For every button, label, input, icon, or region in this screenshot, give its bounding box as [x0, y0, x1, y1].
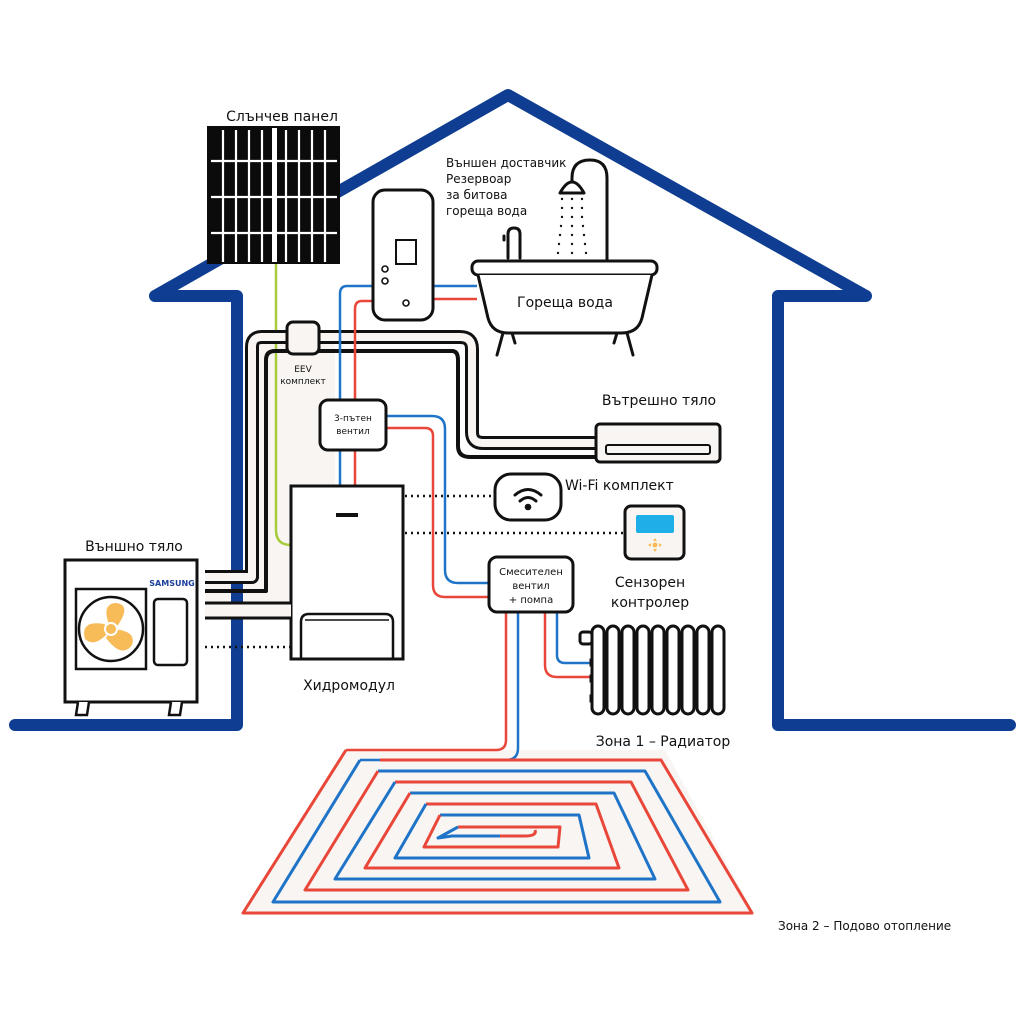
- zone2-label: Зона 2 – Подово отопление: [778, 919, 951, 933]
- floor-loop-hot-3: [363, 792, 621, 870]
- radiator-cold-pipe: [555, 612, 590, 665]
- floor-loop-hot-2: [303, 770, 690, 892]
- floor-heating-loops: [241, 749, 754, 915]
- heating-cold-pipe: [386, 414, 489, 585]
- shower-water-drops: [556, 197, 588, 255]
- mixing-valve-label-line1: Смесителен: [499, 567, 563, 578]
- floor-loop-cold-4: [436, 825, 500, 840]
- heating-hot-pipe: [386, 426, 489, 599]
- touch-controller-label-line2: контролер: [611, 595, 689, 611]
- touch-controller-label-line1: Сензорен: [615, 575, 685, 591]
- controller-screen: [636, 515, 674, 533]
- floor-loop-center-turn: [500, 829, 537, 838]
- solar-panel[interactable]: [207, 126, 340, 264]
- fan-icon: [77, 595, 145, 663]
- hydro-module-label: Хидромодул: [303, 678, 395, 694]
- dhw-tank-label-line4: гореща вода: [446, 204, 527, 218]
- outdoor-unit-label: Външно тяло: [85, 539, 183, 555]
- indoor-unit-label: Вътрешно тяло: [602, 393, 716, 409]
- dhw-cold-pipe: [338, 284, 373, 486]
- wifi-icon: [513, 488, 543, 511]
- solar-cable: [274, 264, 292, 547]
- floor-loop-hot-1: [241, 749, 754, 915]
- dhw-tank[interactable]: [371, 188, 435, 322]
- solar-panel-label: Слънчев панел: [226, 109, 338, 125]
- bathtub[interactable]: [470, 158, 659, 357]
- eev-kit-label-line2: комплект: [280, 377, 326, 387]
- indoor-unit[interactable]: [594, 422, 722, 464]
- outdoor-to-hydro-pipes: [205, 601, 291, 620]
- controller-dpad-icon: [648, 538, 662, 552]
- dhw-tank-label-line3: за битова: [446, 188, 508, 202]
- eev-kit-label-line1: EEV: [294, 365, 312, 375]
- mixing-valve-pump[interactable]: [487, 555, 575, 614]
- outdoor-unit[interactable]: [63, 558, 199, 717]
- outdoor-unit-brand: SAMSUNG: [149, 579, 194, 588]
- dhw-tank-label-line1: Външен доставчик: [446, 156, 566, 170]
- radiator-hot-pipe: [543, 612, 590, 679]
- zone1-label: Зона 1 – Радиатор: [596, 734, 731, 750]
- wifi-kit[interactable]: [493, 472, 563, 522]
- dhw-tank-label-line2: Резервоар: [446, 172, 511, 186]
- radiator[interactable]: [578, 624, 726, 716]
- hydro-module[interactable]: [289, 484, 405, 661]
- floor-loop-hot-4: [422, 814, 562, 849]
- floor-loop-cold-3: [393, 803, 591, 860]
- dhw-hot-pipe: [353, 299, 373, 486]
- pipe-corridor-background: [205, 340, 335, 620]
- hot-water-label: Гореща вода: [517, 295, 613, 311]
- three-way-valve[interactable]: [318, 398, 388, 452]
- touch-controller[interactable]: [623, 504, 686, 561]
- three-way-valve-label-line1: 3-пътен: [334, 414, 372, 424]
- mixing-valve-label-line2: вентил: [512, 581, 549, 592]
- eev-kit[interactable]: [285, 320, 321, 356]
- three-way-valve-label-line2: вентил: [336, 427, 370, 437]
- floor-feed-hot-pipe: [346, 612, 508, 752]
- mixing-valve-label-line3: + помпа: [509, 595, 553, 606]
- floor-loop-cold-1: [271, 759, 722, 904]
- floor-loop-cold-2: [333, 781, 657, 881]
- floor-heating-area: [240, 750, 755, 915]
- wifi-kit-label: Wi-Fi комплект: [565, 478, 674, 494]
- refrigerant-pipes: [205, 330, 600, 593]
